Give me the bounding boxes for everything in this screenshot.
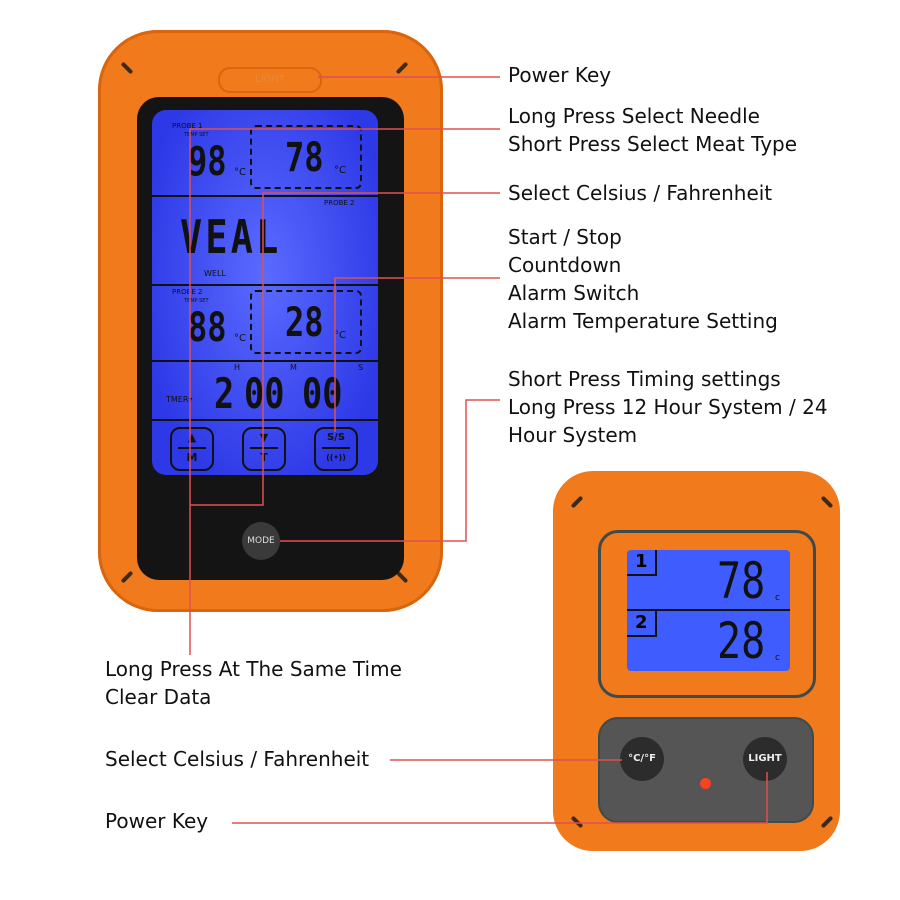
divider [627, 609, 790, 611]
receiver-light-button[interactable]: LIGHT [743, 737, 787, 781]
status-led [700, 778, 711, 789]
probe2-label: PROBE 2 [172, 288, 203, 296]
ss-label: S/S [326, 432, 346, 443]
unit: °C [234, 167, 246, 178]
alarm-icon: ((•)) [322, 447, 350, 467]
down-arrow-icon: ▼ [259, 431, 269, 444]
divider [152, 284, 378, 286]
up-arrow-icon: ▲ [187, 431, 197, 444]
annotation-alarm-switch: Alarm Switch [508, 281, 640, 305]
annotation-clear-1: Long Press At The Same Time [105, 657, 402, 681]
probe2-current-box [250, 290, 362, 354]
minutes-mark: M [290, 363, 297, 372]
temp-set-label: TEMP SET [184, 298, 209, 304]
divider [152, 195, 378, 197]
down-t-button[interactable]: ▼T [242, 427, 286, 471]
timer-minutes: 00 [244, 369, 285, 418]
receiver-probe1-temp: 78 [717, 552, 766, 610]
receiver-probe2-temp: 28 [717, 612, 766, 670]
probe2-top-label: PROBE 2 [324, 199, 355, 207]
up-m-button[interactable]: ▲M [170, 427, 214, 471]
timer-label: TMER▾ [166, 395, 193, 404]
annotation-celsius-fahrenheit: Select Celsius / Fahrenheit [508, 181, 773, 205]
seconds-mark: S [358, 363, 364, 372]
probe2-set-temp: 88 [188, 305, 227, 351]
unit: c [775, 653, 780, 663]
divider [152, 360, 378, 362]
mode-button[interactable]: MODE [242, 522, 280, 560]
annotation-timing-3: Hour System [508, 423, 638, 447]
annotation-alarm-temp: Alarm Temperature Setting [508, 309, 778, 333]
probe1-set-temp: 98 [188, 139, 227, 185]
annotation-countdown: Countdown [508, 253, 622, 277]
annotation-start-stop: Start / Stop [508, 225, 622, 249]
annotation-timing-2: Long Press 12 Hour System / 24 [508, 395, 828, 419]
leader-line [190, 192, 500, 506]
hours-mark: H [234, 363, 241, 372]
leader-line [189, 128, 500, 655]
doneness: WELL [204, 269, 226, 278]
divider [152, 419, 378, 421]
annotation-timing-1: Short Press Timing settings [508, 367, 781, 391]
meat-type: VEAL [180, 210, 282, 264]
probe1-current-box [250, 125, 362, 189]
start-stop-button[interactable]: S/S ((•)) [314, 427, 358, 471]
annotation-receiver-power: Power Key [105, 809, 209, 833]
annotation-select-meat: Short Press Select Meat Type [508, 132, 798, 156]
unit: °C [334, 165, 346, 176]
annotation-power-key: Power Key [508, 63, 612, 87]
probe1-number: 1 [627, 550, 657, 576]
unit: °C [234, 333, 246, 344]
timer-hours: 2 [214, 369, 235, 418]
probe2-number: 2 [627, 611, 657, 637]
leader-line [334, 277, 500, 432]
light-key[interactable]: LIGHT [218, 67, 322, 93]
celsius-fahrenheit-button[interactable]: °C/°F [620, 737, 664, 781]
leader-line [232, 772, 768, 824]
t-label: T [250, 447, 278, 467]
leader-line [280, 399, 500, 542]
annotation-clear-2: Clear Data [105, 685, 212, 709]
unit: c [775, 593, 780, 603]
probe2-current-temp: 28 [285, 300, 324, 346]
m-label: M [178, 447, 206, 467]
annotation-receiver-cf: Select Celsius / Fahrenheit [105, 747, 370, 771]
receiver-lcd: 1 78 c 2 28 c [627, 550, 790, 671]
probe1-current-temp: 78 [285, 135, 324, 181]
temp-set-label: TEMP SET [184, 132, 209, 138]
unit: °C [334, 330, 346, 341]
annotation-select-needle: Long Press Select Needle [508, 104, 760, 128]
probe1-label: PROBE 1 [172, 122, 203, 130]
